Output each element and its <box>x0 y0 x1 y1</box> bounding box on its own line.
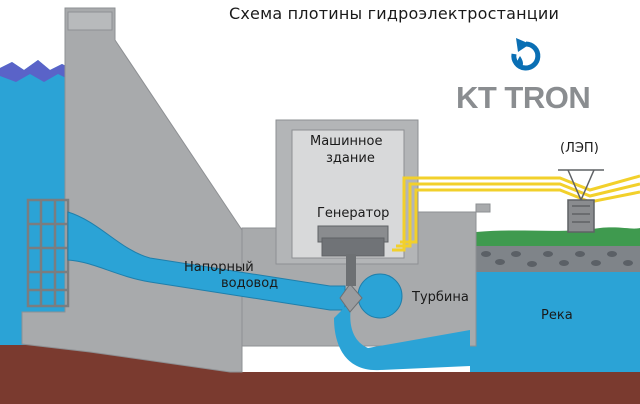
turbine-shaft <box>346 254 356 286</box>
reservoir-waves <box>0 60 70 82</box>
label-turbine: Турбина <box>412 290 469 305</box>
river-water <box>470 272 640 372</box>
turbine-runner <box>339 283 363 313</box>
label-river: Река <box>541 308 573 323</box>
power-cables <box>392 174 640 252</box>
river-bank-grass <box>476 227 640 248</box>
power-pylon <box>558 169 604 233</box>
label-generator: Генератор <box>317 206 390 221</box>
label-power-line: (ЛЭП) <box>560 141 599 156</box>
dam-crest <box>67 11 113 31</box>
reservoir-water <box>0 60 70 345</box>
river-bank-gravel <box>476 246 640 272</box>
page-title: Схема плотины гидроэлектростанции <box>229 4 560 23</box>
label-machine-hall-line1: Машинное <box>310 134 383 149</box>
label-penstock-line2: водовод <box>221 276 279 291</box>
label-penstock-line1: Напорный <box>184 260 254 275</box>
gravel-stones <box>481 251 633 267</box>
outflow-channel <box>334 300 470 371</box>
turbine-spiral <box>357 273 403 319</box>
label-machine-hall-line2: здание <box>326 151 375 166</box>
generator-rotor <box>321 237 385 257</box>
brand-name: KT TRON <box>456 80 591 115</box>
refresh-drop-icon <box>511 38 541 71</box>
